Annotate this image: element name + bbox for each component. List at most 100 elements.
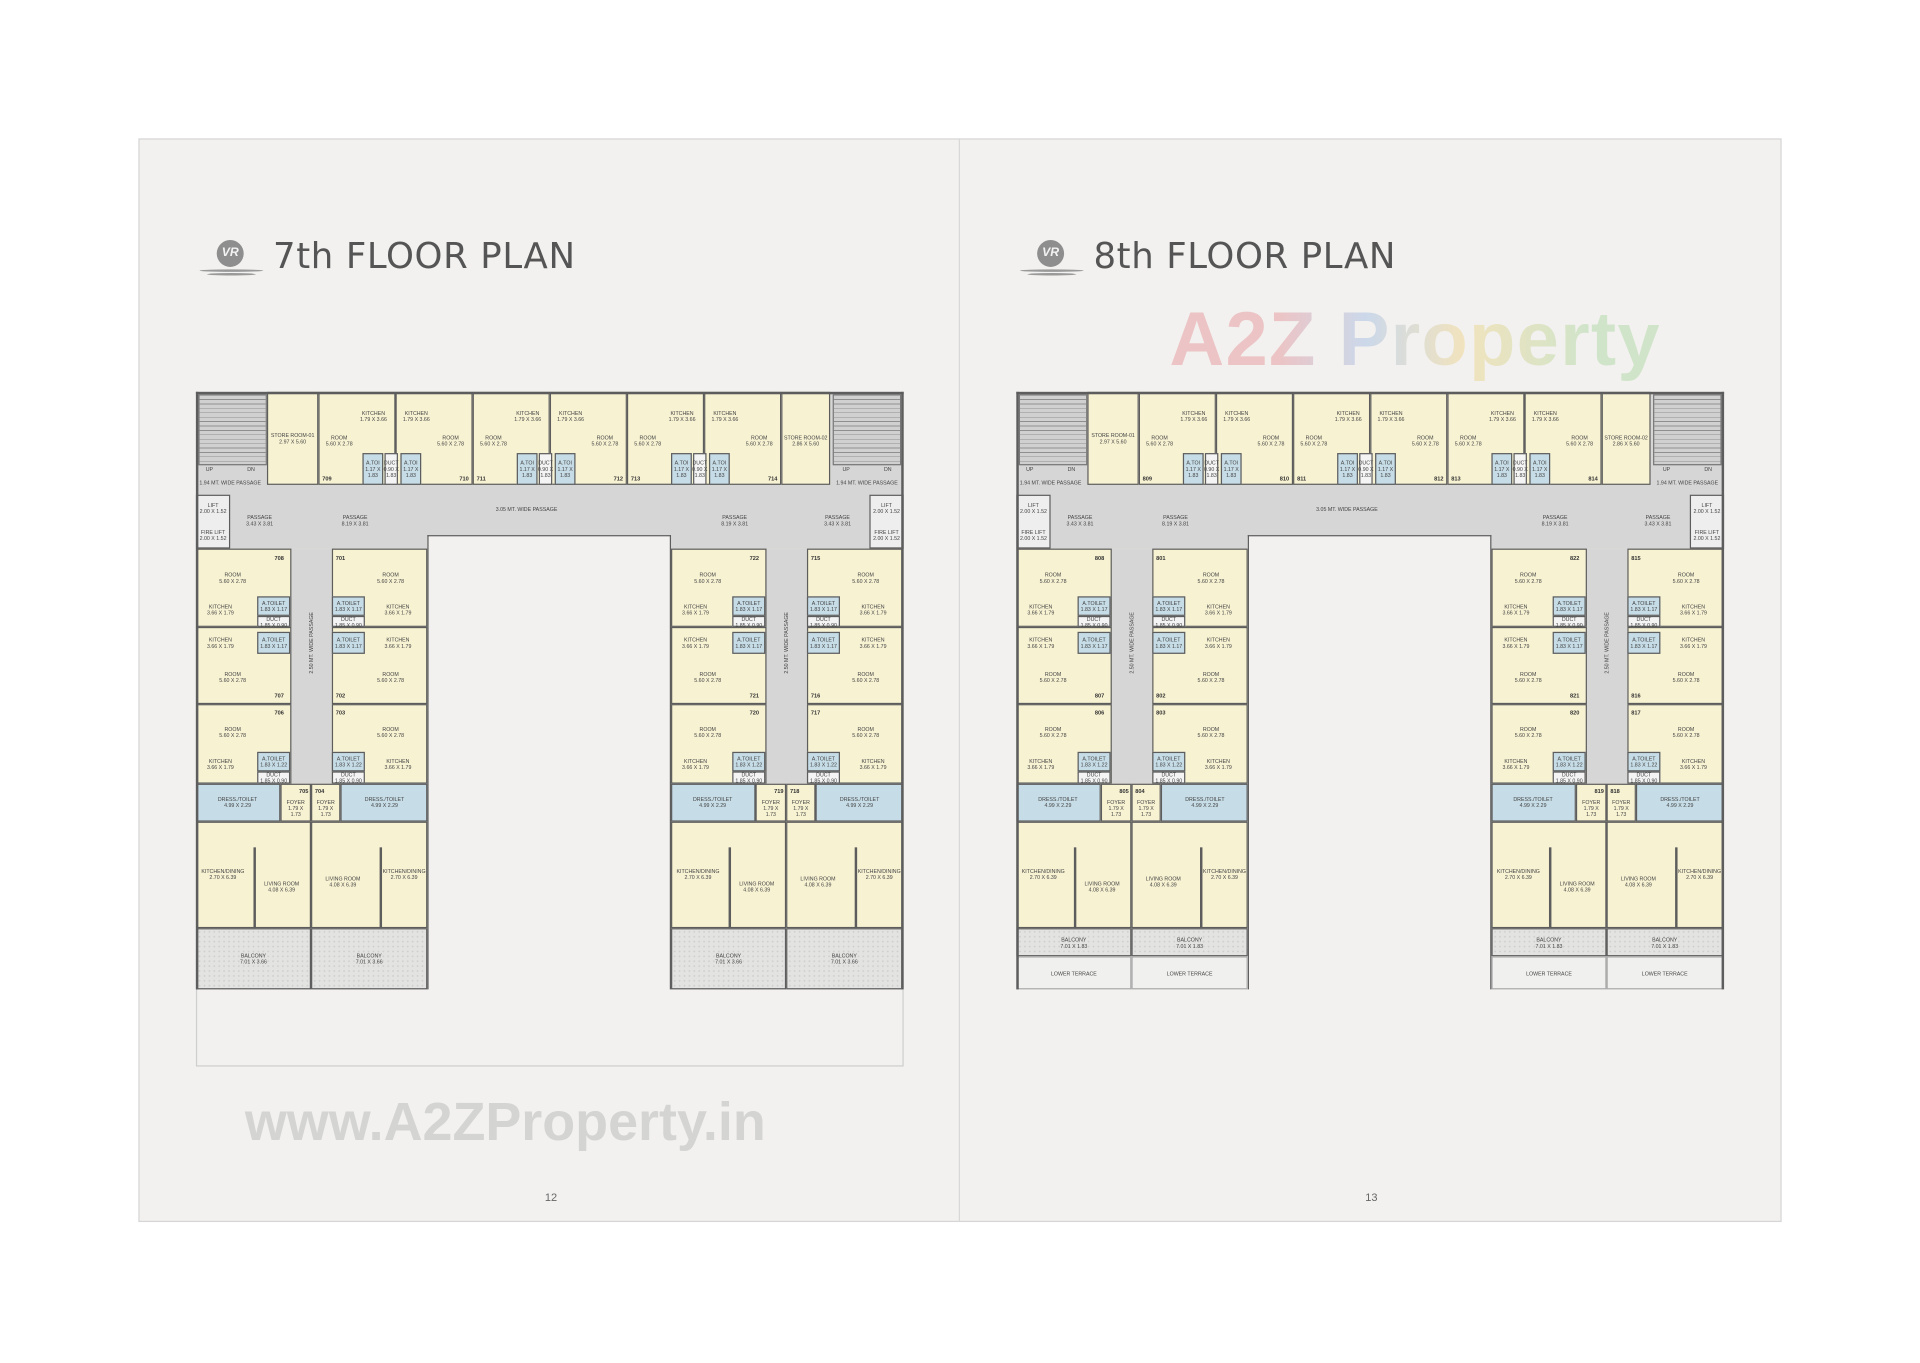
unit-number-text: 711 <box>476 475 486 482</box>
unit-number: 705 <box>299 788 308 794</box>
unit-number-text: 717 <box>810 709 821 716</box>
stair-up-right: UP <box>1663 466 1670 472</box>
kitchen-dining-label-text: KITCHEN/DINING <box>857 868 901 875</box>
foyer <box>280 783 312 822</box>
room-label-text: 5.60 X 2.78 <box>852 577 880 585</box>
duct <box>384 453 398 485</box>
kitchen-label-text: KITCHEN <box>1533 410 1557 417</box>
dress-toilet-label-text: 4.99 X 2.29 <box>224 802 252 809</box>
room-label-text: 5.60 X 2.78 <box>1672 677 1700 684</box>
duct-label-text: 1.85 X 0.90 <box>1080 777 1108 784</box>
kitchen-label-text: 1.79 X 3.66 <box>557 416 585 423</box>
attached-toilet-label-text: 1.17 X 1.83 <box>1223 465 1239 479</box>
kitchen-dining-label-text: KITCHEN/DINING <box>1496 868 1540 875</box>
kitchen-label-text: 1.79 X 3.66 <box>1223 416 1251 423</box>
duct-label-text: 1.85 X 0.90 <box>1630 777 1658 784</box>
stair-passage-right: 1.94 MT. WIDE PASSAGE <box>836 479 898 485</box>
passage-label-text: 8.19 X 3.81 <box>1541 520 1569 527</box>
unit-number-text: 720 <box>749 709 759 716</box>
wall-segment <box>195 391 199 990</box>
kitchen-label-text: 3.66 X 1.79 <box>682 642 709 649</box>
attached-toilet-label-text: A.TOILET <box>1082 600 1106 607</box>
kitchen-label-text: 3.66 X 1.79 <box>682 764 709 771</box>
stair-up-right-text: UP <box>1662 465 1671 473</box>
passage-label-text: 3.43 X 3.81 <box>1644 520 1672 527</box>
wing-passage <box>765 548 807 784</box>
balcony-label-text: BALCONY <box>356 952 382 959</box>
unit-number-text: 811 <box>1297 475 1307 482</box>
stair-down-right: DN <box>884 466 892 472</box>
room-label-text: ROOM <box>699 571 716 578</box>
foyer-label-text: FOYER <box>316 798 335 806</box>
foyer <box>1131 783 1161 822</box>
living-room-label-text: LIVING ROOM <box>264 880 300 887</box>
room-label-text: ROOM <box>1677 571 1695 578</box>
unit-number: 809 <box>1143 476 1152 482</box>
lower-terrace-label-text: LOWER TERRACE <box>1166 970 1213 977</box>
foyer-label-text: 1.79 X 1.73 <box>793 805 809 818</box>
living-room-label-text: LIVING ROOM <box>800 875 836 882</box>
page-title-7th: 7th FLOOR PLAN <box>273 235 576 277</box>
attached-toilet <box>1152 751 1186 772</box>
attached-toilet-label-text: A.TOILET <box>262 600 286 607</box>
lower-terrace-label-text: LOWER TERRACE <box>1050 970 1097 977</box>
attached-toilet-label-text: A.TOILET <box>737 755 761 762</box>
fire-lift-label-left-text: FIRE LIFT <box>200 528 226 536</box>
passage-label-text: PASSAGE <box>1067 514 1093 521</box>
living-room-label-text: 4.08 X 6.39 <box>1149 881 1177 888</box>
dress-toilet-label-text: DRESS./TOILET <box>217 795 258 803</box>
unit-number-text: 822 <box>1569 555 1580 562</box>
room-label-text: ROOM <box>1677 671 1695 678</box>
attached-toilet-label-text: A.TOILET <box>1557 600 1581 607</box>
fire-lift-label-right-text: 2.00 X 1.52 <box>873 535 900 542</box>
unit-number: 721 <box>750 692 759 698</box>
balcony-label-text: 7.01 X 1.83 <box>1060 942 1088 949</box>
attached-toilet-label-text: A.TOI <box>558 459 572 466</box>
unit-number: 716 <box>811 692 820 698</box>
unit-number: 711 <box>477 476 486 482</box>
attached-toilet-label-text: A.TOI <box>674 459 689 466</box>
dress-toilet-label-text: DRESS./TOILET <box>364 795 405 803</box>
room-label-text: ROOM <box>224 571 241 578</box>
lift-label-left-text: LIFT <box>1028 502 1039 509</box>
balcony-label-text: BALCONY <box>831 952 857 959</box>
main-passage-label: 3.05 MT. WIDE PASSAGE <box>496 506 558 512</box>
duct-label-text: 1.85 X 0.90 <box>1155 777 1183 784</box>
kitchen-label-text: KITCHEN <box>361 410 386 417</box>
attached-toilet-label-text: A.TOI <box>1186 459 1201 466</box>
unit-number: 722 <box>750 555 759 561</box>
duct <box>1552 615 1586 627</box>
kitchen-label-text: 3.66 X 1.79 <box>682 609 709 616</box>
wing-passage-label-text: 2.50 MT. WIDE PASSAGE <box>307 612 315 674</box>
room-label-text: 5.60 X 2.78 <box>1039 732 1067 739</box>
attached-toilet-label-text: A.TOILET <box>336 636 361 643</box>
attached-toilet-label-text: A.TOILET <box>1632 636 1656 643</box>
dress-toilet-label-text: DRESS./TOILET <box>839 795 880 803</box>
wing-passage <box>1585 548 1628 784</box>
kitchen-label-text: KITCHEN <box>1029 603 1053 610</box>
attached-toilet-label-text: 1.83 X 1.17 <box>1155 606 1183 613</box>
room-label-text: 5.60 X 2.78 <box>1514 577 1542 585</box>
wall-segment <box>1200 847 1202 929</box>
kitchen-label-text: 3.66 X 1.79 <box>1027 609 1055 616</box>
kitchen-label-text: 1.79 X 3.66 <box>1531 416 1559 423</box>
unit-number: 708 <box>274 555 283 561</box>
balcony-label-text: 7.01 X 3.66 <box>830 958 858 965</box>
